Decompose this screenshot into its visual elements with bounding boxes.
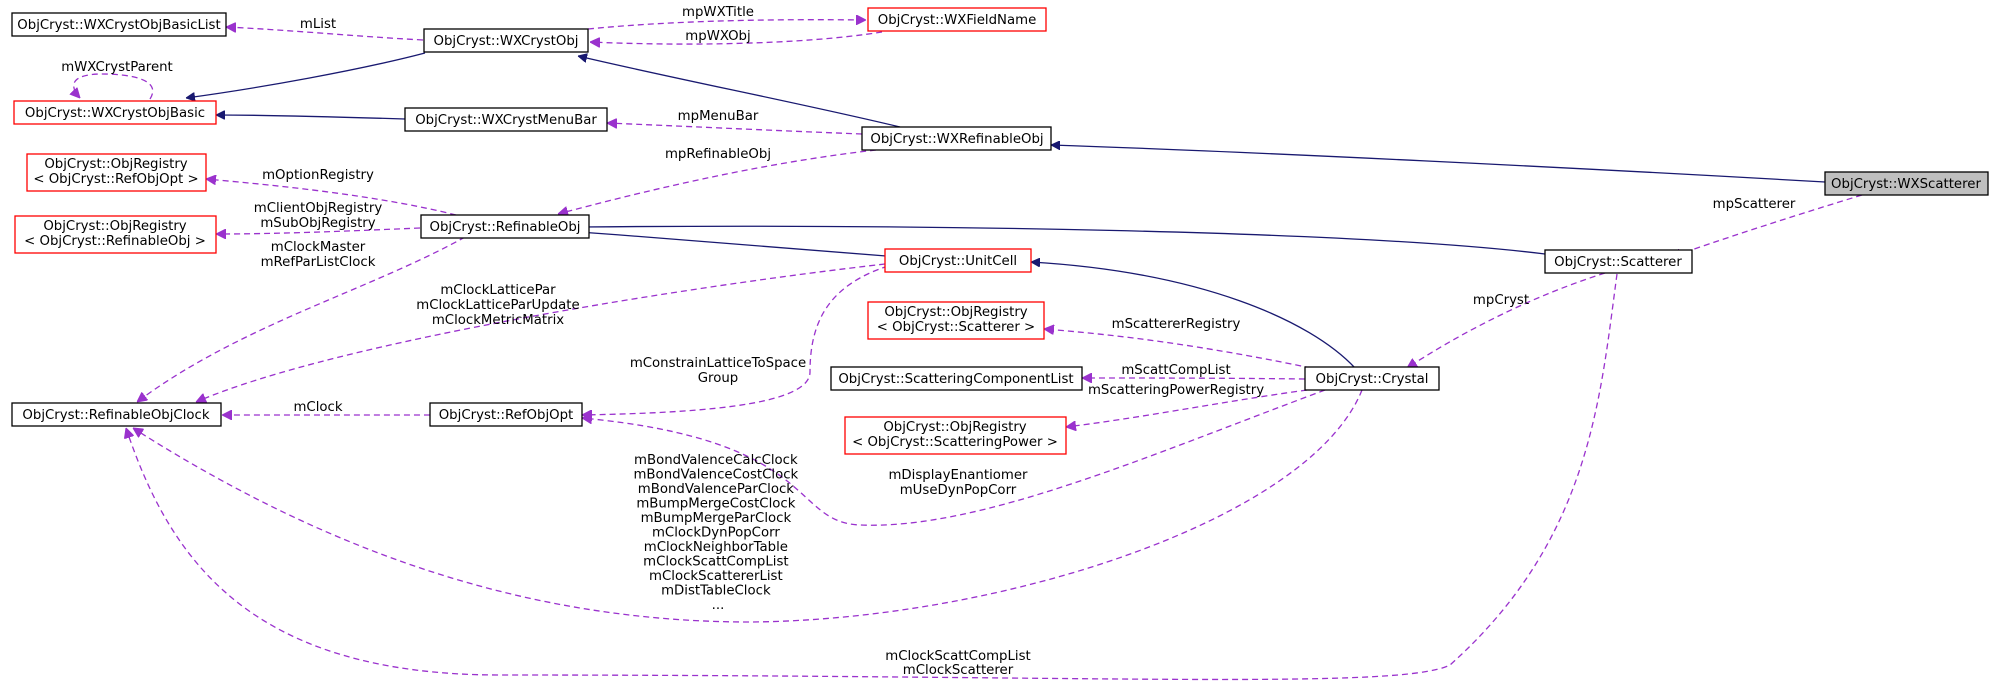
node-wxfieldname[interactable]: ObjCryst::WXFieldName xyxy=(867,7,1047,32)
node-wxcrystobjbasiclist[interactable]: ObjCryst::WXCrystObjBasicList xyxy=(11,12,227,37)
node-scatterer[interactable]: ObjCryst::Scatterer xyxy=(1544,249,1693,274)
svg-text:ObjCryst::WXScatterer: ObjCryst::WXScatterer xyxy=(1831,177,1981,192)
edge-wxscatterer-to-wxrefinableobj xyxy=(1051,145,1826,183)
node-refinableobj[interactable]: ObjCryst::RefinableObj xyxy=(420,214,590,239)
edge-label-mpscatterer: mpScatterer xyxy=(1713,197,1796,212)
svg-text:ObjCryst::WXFieldName: ObjCryst::WXFieldName xyxy=(878,13,1037,28)
edge-label-moptionregistry: mOptionRegistry xyxy=(262,168,374,183)
edge-label-mpwxtitle: mpWXTitle xyxy=(682,5,754,20)
edge-label-mscattcomplist: mScattCompList xyxy=(1121,363,1230,378)
svg-text:ObjCryst::ObjRegistry< ObjCrys: ObjCryst::ObjRegistry< ObjCryst::Scatter… xyxy=(852,420,1058,450)
edge-unitcell-mconstrainlattice xyxy=(582,265,889,415)
edge-unitcell-mclocklatticepar xyxy=(196,263,886,402)
edge-refinableobj-moptionregistry xyxy=(206,179,457,216)
node-objregistry-refobjopt[interactable]: ObjCryst::ObjRegistry< ObjCryst::RefObjO… xyxy=(26,153,207,192)
node-objregistry-scatteringpower[interactable]: ObjCryst::ObjRegistry< ObjCryst::Scatter… xyxy=(844,416,1067,455)
svg-text:ObjCryst::WXCrystMenuBar: ObjCryst::WXCrystMenuBar xyxy=(415,113,597,128)
edge-unitcell-to-refinableobj xyxy=(579,232,887,257)
edge-label-mlist: mList xyxy=(300,17,336,32)
edge-wxrefinableobj-mpmenubar xyxy=(607,123,863,135)
edge-wxcrystmenubar-to-wxcrystobjbasic xyxy=(216,115,406,120)
svg-text:ObjCryst::RefObjOpt: ObjCryst::RefObjOpt xyxy=(439,408,574,423)
edge-refinableobj-mclockmaster xyxy=(137,236,466,402)
edge-refinableobj-mclientobjregistry xyxy=(216,227,421,234)
node-scatteringcomponentlist[interactable]: ObjCryst::ScatteringComponentList xyxy=(830,366,1083,391)
edge-wxcrystobj-mlist xyxy=(226,27,424,41)
edge-crystal-mscattererregistry xyxy=(1044,329,1312,369)
edge-wxcrystobj-to-wxcrystobjbasic xyxy=(186,52,426,98)
node-wxscatterer[interactable]: ObjCryst::WXScatterer xyxy=(1824,171,1989,196)
svg-text:ObjCryst::RefinableObj: ObjCryst::RefinableObj xyxy=(429,220,580,235)
node-unitcell[interactable]: ObjCryst::UnitCell xyxy=(884,248,1032,273)
edge-scatterer-mclockscattcomplist xyxy=(126,273,1618,681)
edge-label-mbondvalence: mBondValenceCalcClock mBondValenceCostCl… xyxy=(633,453,802,613)
edge-label-mprefinableobj: mpRefinableObj xyxy=(665,147,771,162)
edge-scatterer-to-refinableobj xyxy=(580,226,1546,255)
svg-text:ObjCryst::ObjRegistry< ObjCrys: ObjCryst::ObjRegistry< ObjCryst::RefObjO… xyxy=(33,157,198,187)
node-wxrefinableobj[interactable]: ObjCryst::WXRefinableObj xyxy=(861,126,1052,151)
svg-text:ObjCryst::UnitCell: ObjCryst::UnitCell xyxy=(899,254,1017,269)
svg-text:ObjCryst::ObjRegistry< ObjCrys: ObjCryst::ObjRegistry< ObjCryst::Scatter… xyxy=(877,305,1035,335)
edge-label-mscattererregistry: mScattererRegistry xyxy=(1112,317,1241,332)
edge-wxrefinableobj-to-wxcrystobj xyxy=(578,56,901,128)
svg-text:ObjCryst::WXCrystObjBasic: ObjCryst::WXCrystObjBasic xyxy=(25,106,205,121)
edge-label-mpwxobj: mpWXObj xyxy=(685,29,750,44)
edge-wxrefinableobj-mprefinableobj xyxy=(558,149,877,214)
node-crystal[interactable]: ObjCryst::Crystal xyxy=(1304,366,1440,391)
edge-label-mpcryst: mpCryst xyxy=(1473,293,1529,308)
node-objregistry-refinableobj[interactable]: ObjCryst::ObjRegistry< ObjCryst::Refinab… xyxy=(14,215,217,254)
svg-text:ObjCryst::WXCrystObjBasicList: ObjCryst::WXCrystObjBasicList xyxy=(17,18,220,33)
edge-crystal-mdisplayenantiomer xyxy=(582,389,1326,526)
svg-text:ObjCryst::ObjRegistry< ObjCrys: ObjCryst::ObjRegistry< ObjCryst::Refinab… xyxy=(24,219,206,249)
svg-text:ObjCryst::ScatteringComponentL: ObjCryst::ScatteringComponentList xyxy=(838,372,1073,387)
edge-label-mwxcrystparent: mWXCrystParent xyxy=(61,60,173,75)
edge-wxcrystobj-mpwxtitle xyxy=(587,20,866,30)
edge-label-mscatteringpowerregistry: mScatteringPowerRegistry xyxy=(1088,383,1264,398)
svg-text:ObjCryst::RefinableObjClock: ObjCryst::RefinableObjClock xyxy=(22,408,209,423)
edge-wxfieldname-mpwxobj xyxy=(590,31,883,44)
edge-crystal-to-unitcell xyxy=(1031,262,1356,369)
edge-wxcrystobjbasic-self xyxy=(74,73,154,100)
node-wxcrystmenubar[interactable]: ObjCryst::WXCrystMenuBar xyxy=(404,107,608,132)
svg-text:ObjCryst::WXRefinableObj: ObjCryst::WXRefinableObj xyxy=(870,132,1043,147)
node-objregistry-scatterer[interactable]: ObjCryst::ObjRegistry< ObjCryst::Scatter… xyxy=(867,301,1045,340)
node-wxcrystobjbasic[interactable]: ObjCryst::WXCrystObjBasic xyxy=(13,100,217,125)
node-wxcrystobj[interactable]: ObjCryst::WXCrystObj xyxy=(423,28,589,53)
svg-text:ObjCryst::Crystal: ObjCryst::Crystal xyxy=(1316,372,1429,387)
edge-label-mclock: mClock xyxy=(293,400,342,415)
edge-label-mpmenubar: mpMenuBar xyxy=(678,109,759,124)
edge-crystal-mscatteringpowerregistry xyxy=(1066,389,1308,427)
node-refobjopt[interactable]: ObjCryst::RefObjOpt xyxy=(429,402,583,427)
edge-scatterer-mpcryst xyxy=(1407,272,1606,368)
svg-text:ObjCryst::WXCrystObj: ObjCryst::WXCrystObj xyxy=(434,34,579,49)
edge-crystal-mbondvalence xyxy=(133,389,1363,623)
node-refinableobjclock[interactable]: ObjCryst::RefinableObjClock xyxy=(11,402,222,427)
svg-text:ObjCryst::Scatterer: ObjCryst::Scatterer xyxy=(1554,255,1682,270)
edge-crystal-mscattcomplist xyxy=(1082,378,1306,379)
